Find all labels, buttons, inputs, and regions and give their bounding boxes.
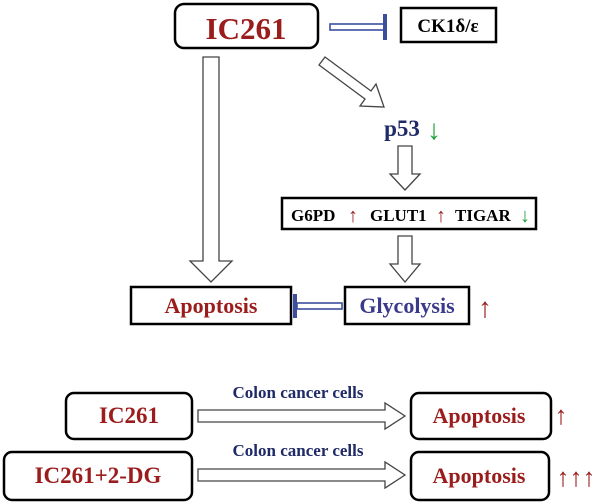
ic261-to-apoptosis-arrow (188, 56, 234, 283)
glycolysis-label: Glycolysis (359, 293, 455, 318)
gene-g6pd-up-arrow-icon: ↑ (348, 205, 358, 227)
ic261-inhibits-ck1-connector (329, 14, 387, 40)
row2-triple-up-arrow-icon: ↑↑↑ (557, 463, 596, 492)
row2-arrow (197, 460, 407, 490)
p53-node: p53 ↓ (384, 115, 441, 146)
row1-arrow-label: Colon cancer cells (233, 383, 364, 402)
ck1-label: CK1δ/ε (417, 16, 478, 37)
ic261-label: IC261 (206, 11, 287, 46)
apoptosis-node: Apoptosis (129, 285, 293, 326)
row1-right-label: Apoptosis (433, 403, 526, 428)
genes-to-glycolysis-arrow (388, 235, 422, 284)
p53-label: p53 (384, 116, 420, 141)
summary-row-2: IC261+2-DG Colon cancer cells Apoptosis … (2, 441, 596, 502)
p53-to-genes-arrow (388, 145, 422, 191)
row1-up-arrow-icon: ↑ (555, 401, 568, 430)
ic261-node: IC261 (173, 2, 320, 50)
row2-arrow-label: Colon cancer cells (233, 441, 364, 460)
gene-g6pd-label: G6PD (291, 206, 335, 225)
row1-arrow (197, 401, 407, 431)
gene-glut1-up-arrow-icon: ↑ (436, 205, 446, 227)
ck1-node: CK1δ/ε (399, 6, 498, 44)
gene-tigar-label: TIGAR (455, 206, 511, 225)
glycolysis-node: Glycolysis (343, 285, 471, 326)
glycolysis-inhibits-apoptosis-connector (293, 294, 343, 318)
gene-tigar-down-arrow-icon: ↓ (520, 205, 530, 227)
row2-right-label: Apoptosis (433, 463, 526, 488)
row1-left-label: IC261 (99, 403, 159, 428)
genes-node: G6PD ↑ GLUT1 ↑ TIGAR ↓ (280, 196, 538, 231)
apoptosis-label: Apoptosis (165, 293, 258, 318)
summary-row-1: IC261 Colon cancer cells Apoptosis ↑ (64, 383, 568, 441)
p53-down-arrow-icon: ↓ (427, 115, 441, 146)
gene-glut1-label: GLUT1 (370, 206, 427, 225)
row2-left-label: IC261+2-DG (35, 463, 162, 488)
glycolysis-up-arrow-icon: ↑ (478, 293, 492, 324)
ic261-to-p53-arrow (318, 56, 385, 108)
